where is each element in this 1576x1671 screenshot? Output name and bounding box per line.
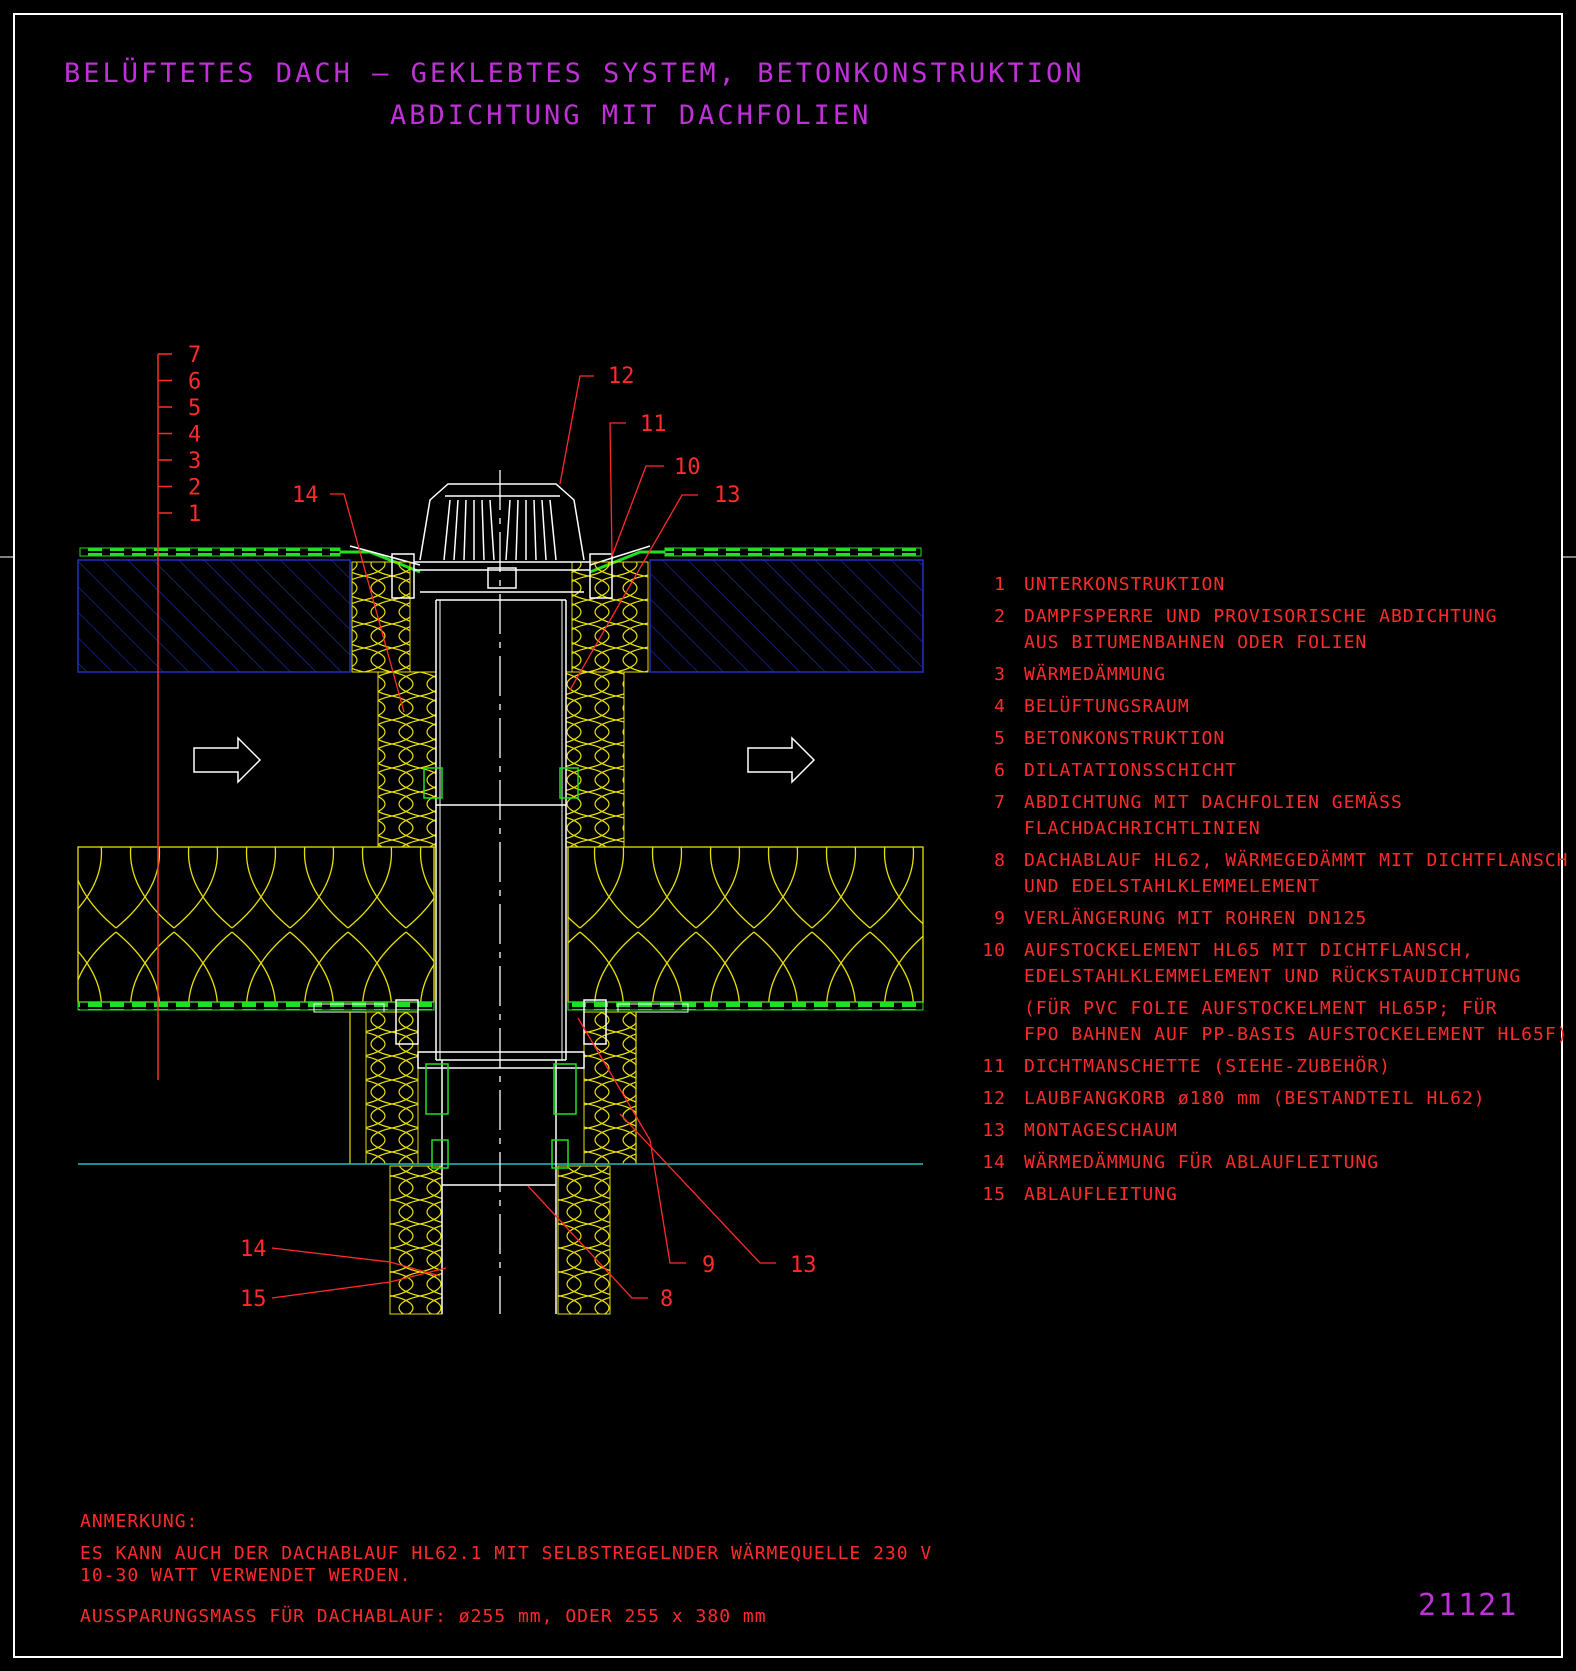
legend-item-number: 13 (982, 1120, 1006, 1141)
legend: 1 UNTERKONSTRUKTION 2 DAMPFSPERRE UND PROVI… (978, 572, 1568, 1214)
legend-item: 9 VERLÄNGERUNG MIT ROHREN DN125 (978, 906, 1568, 932)
legend-item-text: ABDICHTUNG MIT DACHFOLIEN GEMÄSS (1024, 792, 1403, 813)
legend-item-text: MONTAGESCHAUM (1024, 1120, 1178, 1141)
legend-item-text: VERLÄNGERUNG MIT ROHREN DN125 (1024, 908, 1368, 929)
legend-item-text: FLACHDACHRICHTLINIEN (1024, 818, 1261, 839)
legend-item-number: 11 (982, 1056, 1006, 1077)
pipe-insulation-lower (349, 1011, 637, 1315)
legend-item-text: AUS BITUMENBAHNEN ODER FOLIEN (1024, 632, 1368, 653)
callout-14-bottom: 14 (240, 1237, 267, 1262)
layer-scale-label: 1 (188, 502, 201, 527)
legend-item: 8 DACHABLAUF HL62, WÄRMEGEDÄMMT MIT DICHT… (978, 848, 1568, 900)
legend-item: 4 BELÜFTUNGSRAUM (978, 694, 1568, 720)
legend-item: 3 WÄRMEDÄMMUNG (978, 662, 1568, 688)
legend-item: 5 BETONKONSTRUKTION (978, 726, 1568, 752)
layer-scale-label: 5 (188, 396, 201, 421)
legend-item: 7 ABDICHTUNG MIT DACHFOLIEN GEMÄSS FLACHDA… (978, 790, 1568, 842)
note-line2: 10-30 WATT VERWENDET WERDEN. (80, 1565, 412, 1586)
legend-item-text: DILATATIONSSCHICHT (1024, 760, 1238, 781)
legend-item-text: BETONKONSTRUKTION (1024, 728, 1226, 749)
legend-item-number: 5 (994, 728, 1006, 749)
drawing-number: 21121 (1418, 1588, 1519, 1623)
legend-item: 10 AUFSTOCKELEMENT HL65 MIT DICHTFLANSCH,… (978, 938, 1568, 990)
legend-item-text: UND EDELSTAHLKLEMMELEMENT (1024, 876, 1320, 897)
legend-item-text: (FÜR PVC FOLIE AUFSTOCKELMENT HL65P; FÜR (1024, 998, 1498, 1019)
legend-item-text: DACHABLAUF HL62, WÄRMEGEDÄMMT MIT DICHTF… (1024, 850, 1569, 871)
legend-item-text: DICHTMANSCHETTE (SIEHE-ZUBEHÖR) (1024, 1056, 1391, 1077)
callout-10: 10 (674, 455, 701, 480)
layer-scale-label: 2 (188, 476, 201, 501)
legend-item-number: 10 (982, 940, 1006, 961)
legend-item-text: WÄRMEDÄMMUNG FÜR ABLAUFLEITUNG (1024, 1152, 1380, 1173)
vapour-barrier (77, 1001, 924, 1013)
drawing-title-line2: ABDICHTUNG MIT DACHFOLIEN (390, 100, 872, 131)
legend-item-number: 2 (994, 606, 1006, 627)
legend-item-text: AUFSTOCKELEMENT HL65 MIT DICHTFLANSCH, (1024, 940, 1474, 961)
drain-pipe (417, 600, 585, 1314)
legend-item: 6 DILATATIONSSCHICHT (978, 758, 1568, 784)
drawing-title-line1: BELÜFTETES DACH — GEKLEBTES SYSTEM, BETO… (64, 58, 1085, 89)
legend-item-number: 14 (982, 1152, 1006, 1173)
callout-leaders (271, 375, 776, 1299)
legend-item-number: 6 (994, 760, 1006, 781)
layer-scale-label: 3 (188, 449, 201, 474)
legend-item: 15 ABLAUFLEITUNG (978, 1182, 1568, 1208)
callout-15-bottom: 15 (240, 1287, 267, 1312)
legend-item: 1 UNTERKONSTRUKTION (978, 572, 1568, 598)
callout-13-bottom: 13 (790, 1253, 817, 1278)
sheet-frame (0, 13, 1576, 1658)
leaf-guard-basket (391, 483, 613, 1045)
legend-item-number: 7 (994, 792, 1006, 813)
legend-item: 2 DAMPFSPERRE UND PROVISORISCHE ABDICHTUN… (978, 604, 1568, 656)
callout-9: 9 (702, 1253, 715, 1278)
legend-item-number: 12 (982, 1088, 1006, 1109)
callout-11: 11 (640, 412, 667, 437)
legend-item: 11 DICHTMANSCHETTE (SIEHE-ZUBEHÖR) (978, 1054, 1568, 1080)
legend-item-number: 8 (994, 850, 1006, 871)
legend-item-text: LAUBFANGKORB ø180 mm (BESTANDTEIL HL62) (1024, 1088, 1486, 1109)
callout-14-top: 14 (292, 483, 319, 508)
layer-scale-label: 6 (188, 370, 201, 395)
note-heading: ANMERKUNG: (80, 1511, 199, 1532)
pipe-insulation-upper (351, 561, 649, 848)
legend-item: 14 WÄRMEDÄMMUNG FÜR ABLAUFLEITUNG (978, 1150, 1568, 1176)
legend-item-text: UNTERKONSTRUKTION (1024, 574, 1226, 595)
callout-8: 8 (660, 1287, 673, 1312)
legend-item-text: WÄRMEDÄMMUNG (1024, 664, 1167, 685)
ventilation-arrow-icon (193, 736, 816, 784)
note-line1: ES KANN AUCH DER DACHABLAUF HL62.1 MIT S… (80, 1543, 933, 1564)
callout-12: 12 (608, 364, 635, 389)
callout-13-top: 13 (714, 483, 741, 508)
legend-item-number: 15 (982, 1184, 1006, 1205)
legend-item-number: 4 (994, 696, 1006, 717)
note-line3: AUSSPARUNGSMASS FÜR DACHABLAUF: ø255 mm,… (80, 1606, 767, 1627)
legend-item-text: EDELSTAHLKLEMMELEMENT UND RÜCKSTAUDICHTU… (1024, 966, 1522, 987)
layer-scale-label: 4 (188, 423, 201, 448)
legend-item-number: 9 (994, 908, 1006, 929)
thermal-insulation-layer (77, 846, 924, 1003)
legend-item-text: ABLAUFLEITUNG (1024, 1184, 1178, 1205)
layer-scale-label: 7 (188, 343, 201, 368)
concrete-slab (77, 559, 924, 673)
legend-item-text: DAMPFSPERRE UND PROVISORISCHE ABDICHTUNG (1024, 606, 1498, 627)
legend-item: 12 LAUBFANGKORB ø180 mm (BESTANDTEIL HL62… (978, 1086, 1568, 1112)
legend-item: 13 MONTAGESCHAUM (978, 1118, 1568, 1144)
legend-item-text: BELÜFTUNGSRAUM (1024, 696, 1190, 717)
legend-item-number: 3 (994, 664, 1006, 685)
legend-item-number: 1 (994, 574, 1006, 595)
legend-item: (FÜR PVC FOLIE AUFSTOCKELMENT HL65P; FÜR… (978, 996, 1568, 1048)
legend-item-text: FPO BAHNEN AUF PP-BASIS AUFSTOCKELEMENT … (1024, 1024, 1569, 1045)
